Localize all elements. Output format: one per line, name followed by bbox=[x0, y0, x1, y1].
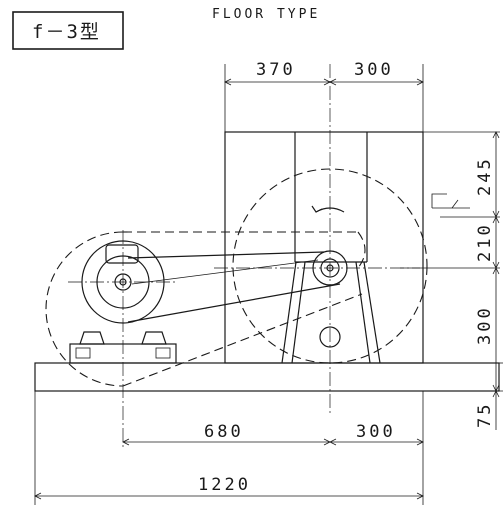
dim-right-base: 75 bbox=[475, 402, 495, 428]
model-label-box bbox=[12, 11, 124, 50]
belt-guard bbox=[45, 231, 366, 387]
rotation-arrow-icon bbox=[311, 205, 345, 213]
dim-right-top: 245 bbox=[475, 156, 495, 196]
dim-bottom-right: 300 bbox=[356, 422, 396, 442]
dim-bottom-left: 680 bbox=[204, 422, 244, 442]
base-frame bbox=[34, 362, 500, 392]
model-label: f－3型 bbox=[32, 21, 101, 43]
dimension-top bbox=[224, 64, 424, 132]
dim-right-mid: 210 bbox=[475, 222, 495, 262]
dim-top-left: 370 bbox=[256, 60, 296, 80]
dim-right-low: 300 bbox=[475, 305, 495, 345]
drawing-title: FLOOR TYPE bbox=[212, 7, 320, 22]
dim-top-right: 300 bbox=[354, 60, 394, 80]
outlet-flange-icon bbox=[431, 193, 470, 209]
v-belt bbox=[127, 251, 341, 323]
dim-total-width: 1220 bbox=[198, 475, 251, 495]
dimension-bottom bbox=[34, 391, 424, 505]
fan-pedestal bbox=[281, 261, 381, 364]
dimension-right bbox=[400, 131, 503, 430]
